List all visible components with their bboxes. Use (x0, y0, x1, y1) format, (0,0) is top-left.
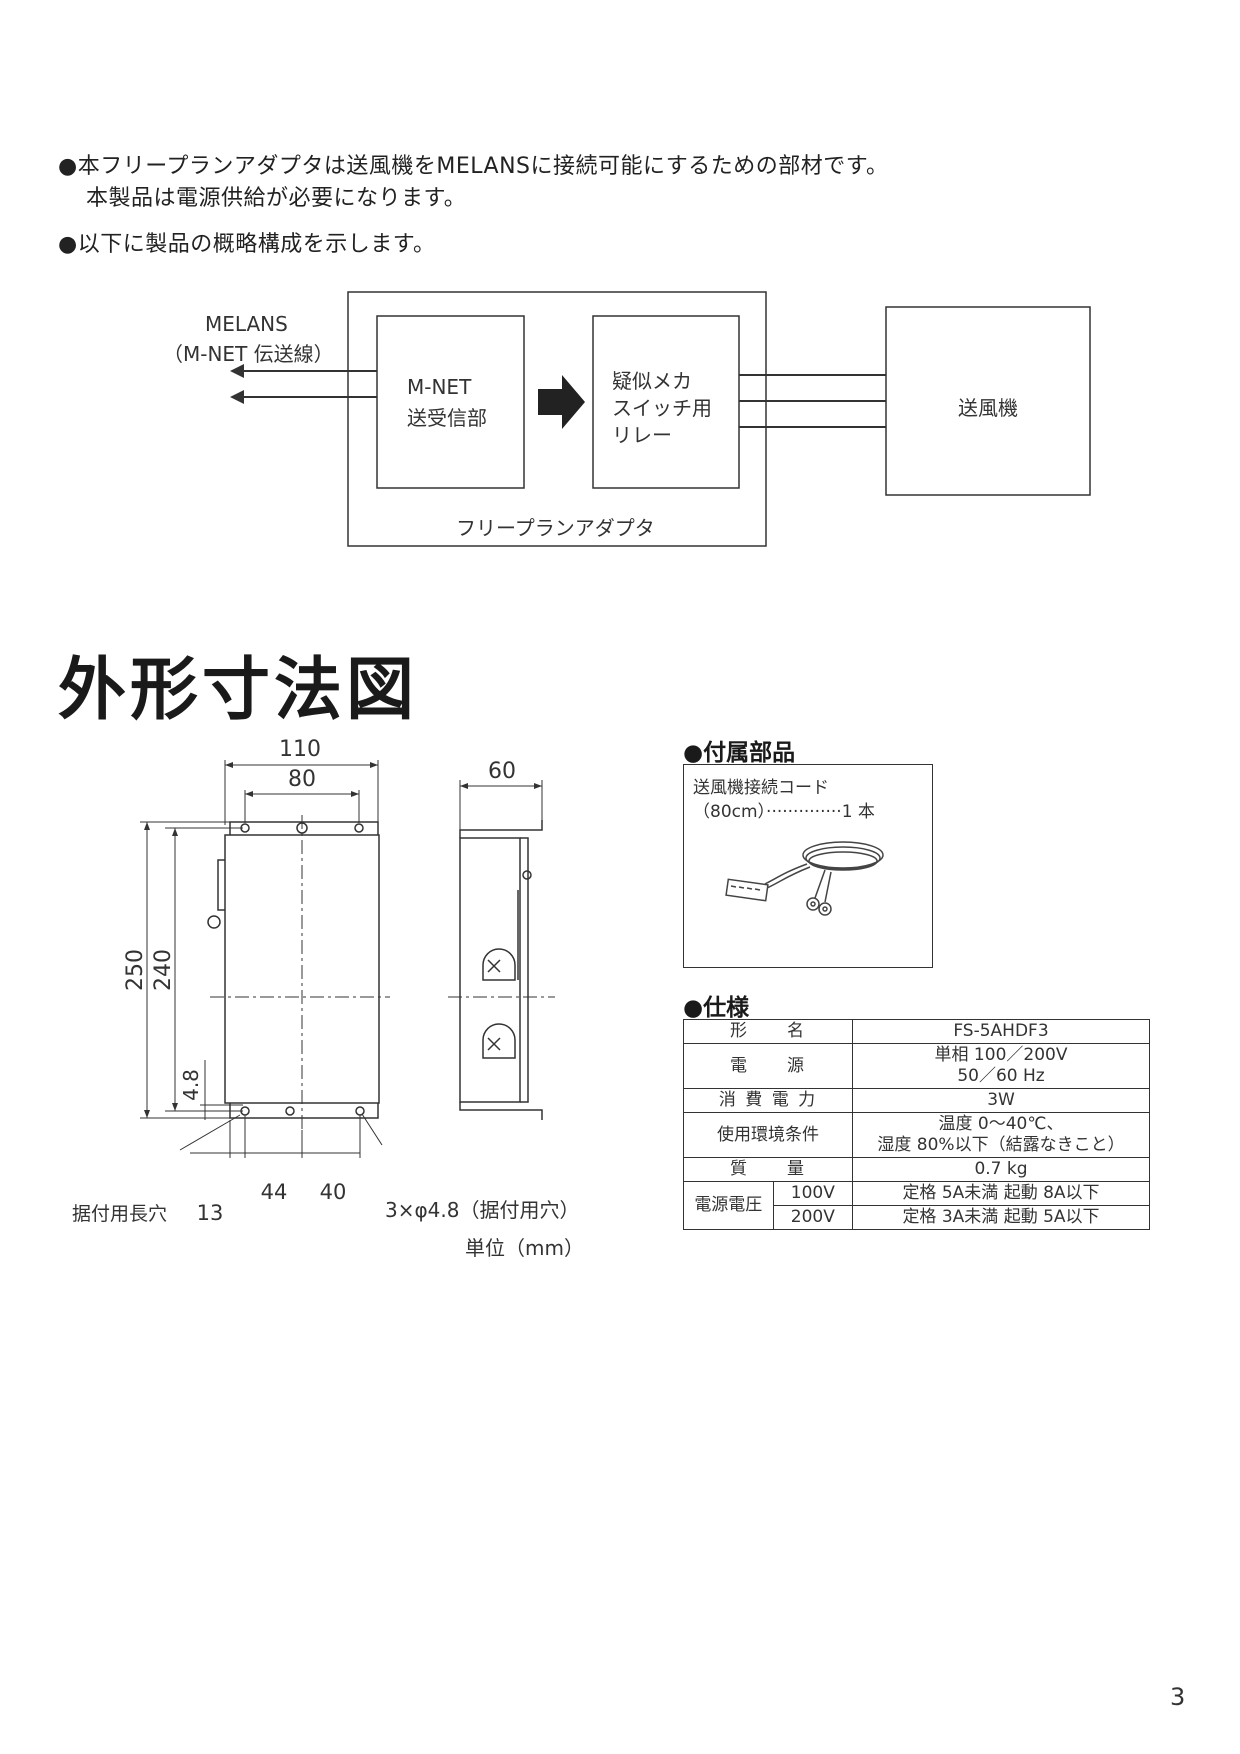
intro-line-1: ●本フリープランアダプタは送風機をMELANSに接続可能にするための部材です。 (58, 154, 889, 179)
table-row: 使用環境条件 温度 0〜40℃、湿度 80%以下（結露なきこと） (683, 1112, 1150, 1158)
side-back-plate (520, 837, 529, 1103)
adapter-label: フリープランアダプタ (456, 516, 655, 540)
table-row: 電源電圧 100V 定格 5A未満 起動 8A以下 (683, 1181, 1150, 1230)
spec-label: 消 費 電 力 (683, 1088, 853, 1113)
page-number: 3 (1170, 1683, 1186, 1711)
block-diagram (230, 291, 1091, 547)
voltage-200-label: 200V (772, 1205, 854, 1230)
accessories-heading: ●付属部品 (683, 740, 796, 766)
spec-heading: ●仕様 (683, 995, 750, 1021)
relay-label-1: 疑似メカ (612, 369, 692, 393)
dim-110: 110 (279, 737, 321, 762)
table-row: 200V 定格 3A未満 起動 5A以下 (684, 1205, 1150, 1230)
relay-label-3: リレー (612, 423, 672, 447)
table-row: 消 費 電 力 3W (683, 1088, 1150, 1113)
table-row: 質 量 0.7 kg (683, 1157, 1150, 1182)
spec-value-line-1: 温度 0〜40℃、 (938, 1114, 1064, 1134)
mnet-arrowhead-2 (230, 390, 244, 404)
bottom-hole-center (285, 1106, 295, 1116)
dim-80: 80 (288, 767, 316, 792)
side-body (459, 837, 521, 1103)
accessories-box (683, 764, 933, 968)
leader-hole (361, 1113, 383, 1146)
intro-line-3: ●以下に製品の概略構成を示します。 (58, 232, 436, 257)
signal-arrow-icon (538, 375, 585, 429)
mnet-arrowhead-1 (230, 364, 244, 378)
mnet-label-2: 送受信部 (407, 406, 487, 430)
spec-value-line-2: 湿度 80%以下（結露なきこと） (877, 1135, 1125, 1155)
adapter-frame (347, 291, 767, 547)
dim-250: 250 (123, 949, 148, 991)
side-screw (522, 870, 532, 880)
slot-label: 据付用長穴 (72, 1203, 167, 1225)
top-hole-right (354, 823, 364, 833)
relay-label-2: スイッチ用 (612, 396, 712, 420)
spec-value: 0.7 kg (852, 1157, 1150, 1182)
spec-value-line-2: 50／60 Hz (957, 1066, 1045, 1086)
voltage-100-value: 定格 5A未満 起動 8A以下 (852, 1181, 1150, 1206)
side-bottom-flange (459, 1102, 543, 1120)
side-hook-lower-x-icon (487, 1037, 501, 1051)
bottom-hole-right (355, 1106, 365, 1116)
dim-13: 13 (197, 1201, 224, 1225)
dim-40: 40 (320, 1180, 347, 1204)
spec-label: 使用環境条件 (683, 1112, 853, 1158)
side-hook-upper (482, 948, 516, 981)
dim-44: 44 (261, 1180, 288, 1204)
voltage-label: 電源電圧 (683, 1181, 774, 1230)
knock-out-hole (207, 915, 221, 929)
melans-sub-label: （M-NET 伝送線） (163, 342, 334, 366)
front-side-bracket (217, 859, 225, 911)
dim-4-8: 4.8 (179, 1069, 203, 1101)
dim-240: 240 (151, 949, 176, 991)
unit-label: 単位（mm） (465, 1236, 584, 1260)
dimension-drawing: 110 80 60 250 240 4.8 13 44 40 据付用長穴 3×φ… (72, 737, 584, 1260)
page-title: 外形寸法図 (58, 651, 419, 730)
accessory-name: 送風機接続コード (693, 778, 829, 798)
table-row: 形 名 FS-5AHDF3 (683, 1019, 1150, 1044)
fan-label: 送風機 (958, 396, 1018, 420)
mnet-label-1: M-NET (407, 375, 472, 399)
spec-label: 質 量 (683, 1157, 853, 1182)
side-hook-lower (482, 1023, 516, 1059)
cord-illustration-icon (725, 841, 884, 916)
mnet-box (376, 315, 525, 489)
spec-value-line-1: 単相 100／200V (934, 1045, 1068, 1065)
voltage-100-label: 100V (772, 1181, 854, 1206)
spec-value: FS-5AHDF3 (852, 1019, 1150, 1044)
spec-label: 形 名 (683, 1019, 853, 1044)
dim-60: 60 (488, 759, 516, 784)
voltage-200-value: 定格 3A未満 起動 5A以下 (852, 1205, 1150, 1230)
side-top-flange (459, 820, 543, 838)
spec-label: 電 源 (683, 1043, 853, 1089)
side-hook-upper-x-icon (487, 959, 501, 973)
accessory-quantity: （80cm）··············1 本 (693, 802, 875, 822)
spec-value: 温度 0〜40℃、湿度 80%以下（結露なきこと） (852, 1112, 1150, 1158)
leader-slot (179, 1114, 241, 1151)
melans-label: MELANS (205, 312, 288, 336)
spec-value: 3W (852, 1088, 1150, 1113)
hole-label: 3×φ4.8（据付用穴） (385, 1198, 579, 1222)
intro-line-2: 本製品は電源供給が必要になります。 (86, 186, 467, 211)
